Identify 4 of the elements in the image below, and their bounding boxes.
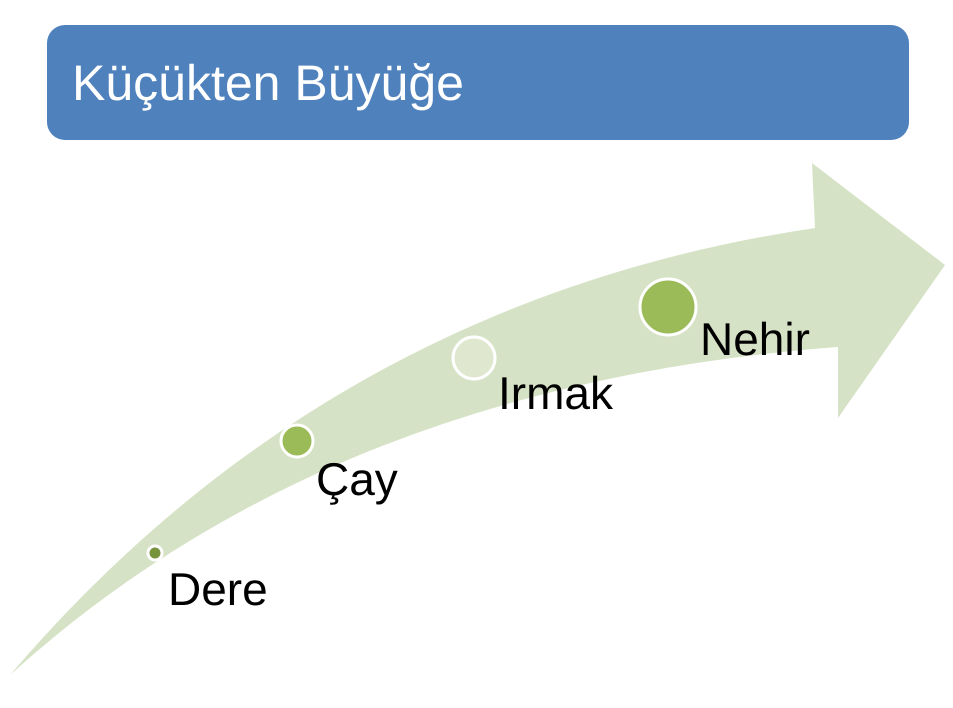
stage-label: Nehir xyxy=(700,316,810,362)
title: Küçükten Büyüğe xyxy=(72,54,464,112)
stage-label: Irmak xyxy=(498,370,613,416)
stage-label: Dere xyxy=(168,566,268,612)
